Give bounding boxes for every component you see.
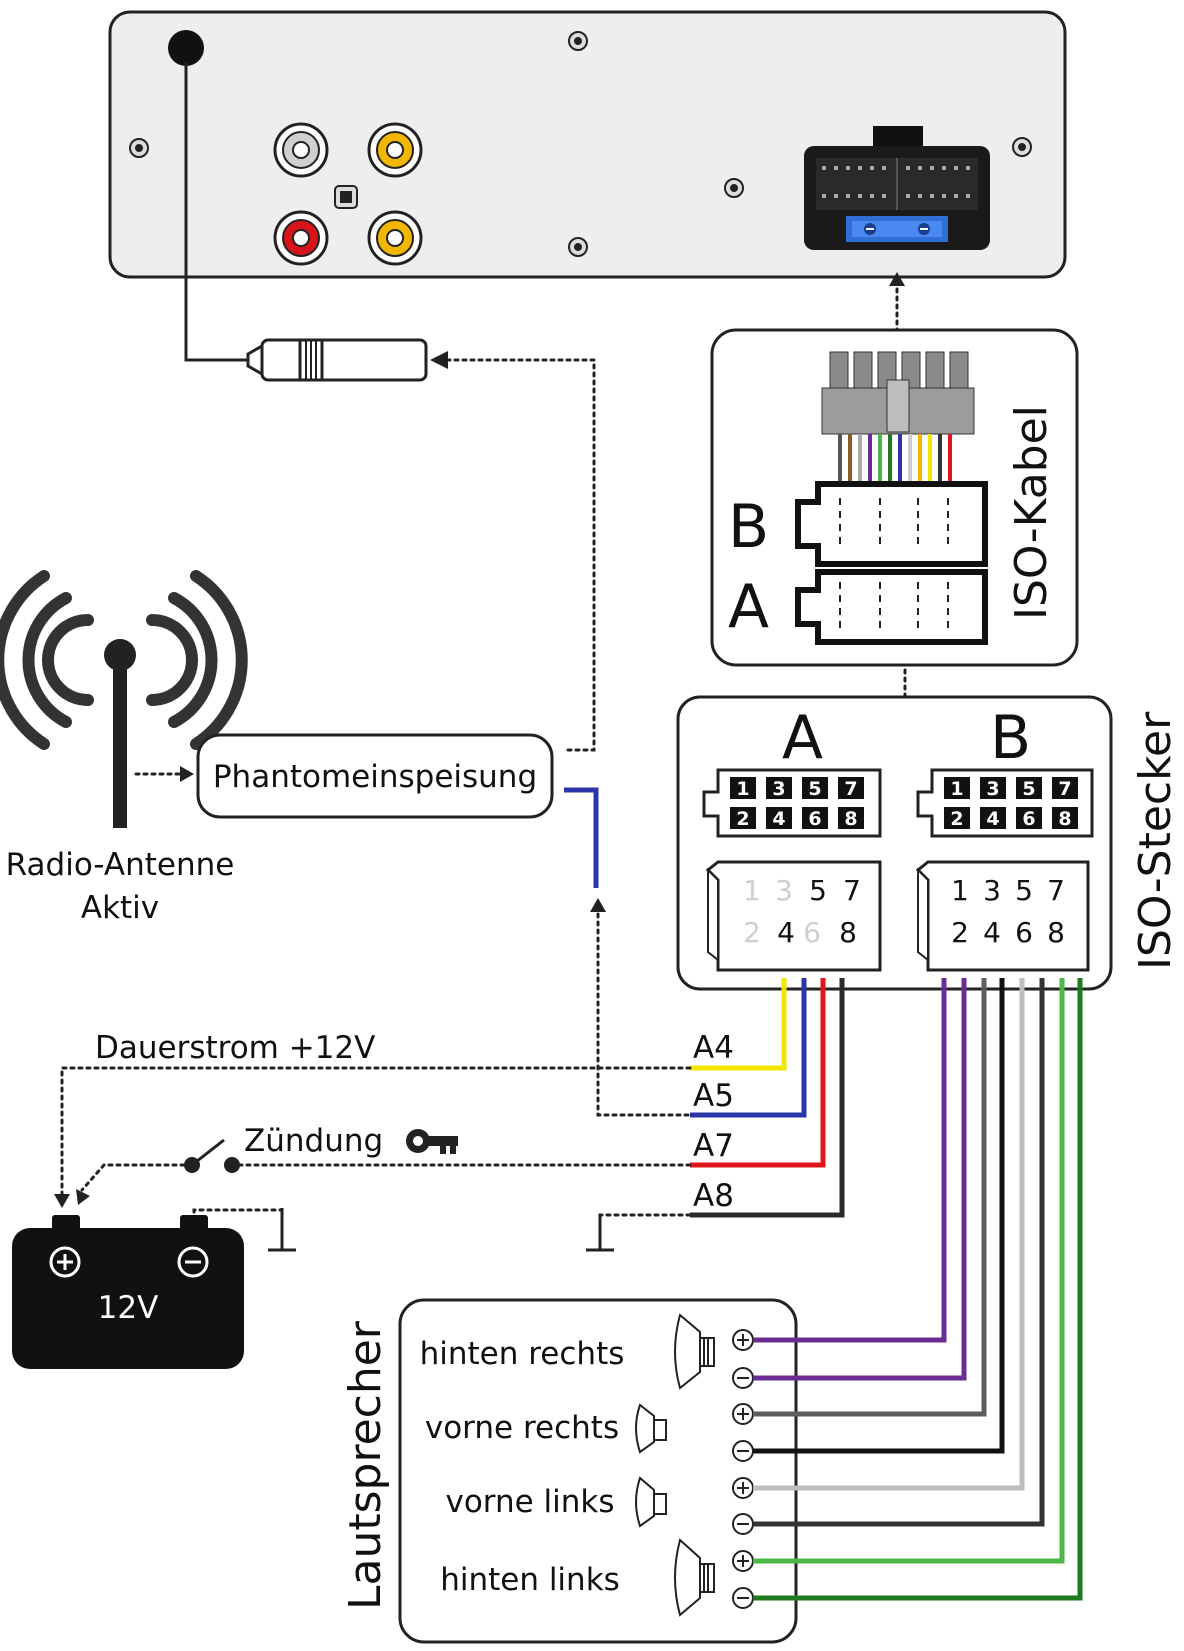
pin-label: 4 xyxy=(983,916,1001,949)
antenna-cable xyxy=(184,62,428,382)
pin-label: 1 xyxy=(743,874,761,907)
iso-plug-title: ISO-Stecker xyxy=(1130,711,1181,970)
pin-label: 8 xyxy=(1047,916,1065,949)
plug-b-side-view: 1 3 5 7 2 4 6 8 xyxy=(915,860,1090,972)
speaker-label-rear-left: hinten links xyxy=(440,1562,620,1598)
pin-label: 7 xyxy=(1058,778,1071,800)
switch-contact xyxy=(224,1157,240,1173)
phantom-box xyxy=(196,733,554,819)
battery-icon xyxy=(12,1215,244,1369)
iso-plug-header-b: B xyxy=(990,703,1031,773)
pin-label: 2 xyxy=(736,808,749,830)
arrow-icon xyxy=(54,1194,70,1208)
pin-label: 7 xyxy=(843,874,861,907)
pin-label: 4 xyxy=(772,808,785,830)
pin-label: 4 xyxy=(777,916,795,949)
arrow-icon xyxy=(430,351,448,369)
pin-label: 6 xyxy=(808,808,821,830)
pin-label: 7 xyxy=(1047,874,1065,907)
switch-lever xyxy=(191,1138,225,1167)
pin-label: 8 xyxy=(844,808,857,830)
speaker-label-front-left: vorne links xyxy=(445,1484,614,1520)
rca-socket-white xyxy=(273,122,329,178)
pin-label: 8 xyxy=(1058,808,1071,830)
speaker-wires xyxy=(753,978,1083,1601)
wire-label-a5: A5 xyxy=(693,1078,734,1114)
pin-label: 1 xyxy=(951,874,969,907)
battery-label: 12V xyxy=(98,1290,159,1326)
arrow-icon xyxy=(180,766,194,782)
pin-label: 6 xyxy=(1015,916,1033,949)
arrow-icon xyxy=(889,272,905,286)
iso-cable-box: B A ISO-Kabel xyxy=(710,328,1079,667)
ground-symbol xyxy=(586,1215,614,1252)
pin-label: 5 xyxy=(809,874,827,907)
iso-cable-title: ISO-Kabel xyxy=(1006,405,1057,620)
pin-label: 3 xyxy=(986,778,999,800)
key-icon xyxy=(406,1129,458,1154)
plug-a-side-view: 1 3 5 7 2 4 6 8 xyxy=(705,860,882,972)
rca-socket-red xyxy=(273,210,329,266)
pin-label: 5 xyxy=(808,778,821,800)
pin-label: 2 xyxy=(951,916,969,949)
iso-plug-header-a: A xyxy=(782,703,823,773)
antenna-socket xyxy=(168,30,204,66)
speaker-label-front-right: vorne rechts xyxy=(425,1410,619,1446)
iso-plug-box: A B ISO-Stecker 1 3 5 7 2 4 6 8 xyxy=(676,695,1181,991)
phantom-label: Phantomeinspeisung xyxy=(213,759,537,795)
speaker-icon xyxy=(635,1313,715,1617)
screw-icon xyxy=(129,31,1032,257)
pin-label: 2 xyxy=(950,808,963,830)
pin-label: 2 xyxy=(743,916,761,949)
pin-label: 5 xyxy=(1022,778,1035,800)
ignition-label: Zündung xyxy=(244,1123,383,1159)
radio-iso-socket xyxy=(804,126,990,250)
antenna-icon xyxy=(0,570,248,828)
iso-cable-label-a: A xyxy=(728,572,769,642)
rca-socket-yellow xyxy=(367,122,423,178)
pin-label: 3 xyxy=(772,778,785,800)
pin-label: 6 xyxy=(1022,808,1035,830)
pin-label: 1 xyxy=(736,778,749,800)
pin-label: 8 xyxy=(839,916,857,949)
pin-label: 7 xyxy=(844,778,857,800)
pin-grid-b: 1 3 5 7 2 4 6 8 xyxy=(916,768,1094,838)
pin-label: 4 xyxy=(986,808,999,830)
pin-label: 6 xyxy=(803,916,821,949)
iso-cable-block-b xyxy=(795,481,988,567)
wire-label-a8: A8 xyxy=(693,1178,734,1214)
power-wires xyxy=(690,978,845,1218)
pin-label: 5 xyxy=(1015,874,1033,907)
antenna-label-sub: Aktiv xyxy=(81,890,159,926)
pin-label: 3 xyxy=(775,874,793,907)
iso-cable-label-b: B xyxy=(728,492,769,562)
arrow-icon xyxy=(590,898,606,912)
iso-cable-block-a xyxy=(795,569,988,645)
wire-label-a4: A4 xyxy=(693,1030,734,1066)
speakers-title: Lautsprecher xyxy=(340,1320,391,1610)
rca-socket-yellow-2 xyxy=(367,210,423,266)
antenna-label: Radio-Antenne xyxy=(6,847,235,883)
radio-unit-back xyxy=(108,10,1067,279)
pin-label: 1 xyxy=(950,778,963,800)
speaker-label-rear-right: hinten rechts xyxy=(420,1336,625,1372)
permanent-power-label: Dauerstrom +12V xyxy=(95,1030,375,1066)
pin-grid-a: 1 3 5 7 2 4 6 8 xyxy=(702,768,882,838)
pin-label: 3 xyxy=(983,874,1001,907)
wire-label-a7: A7 xyxy=(693,1128,734,1164)
ground-symbol xyxy=(268,1208,296,1252)
iso-cable-connector xyxy=(821,351,975,484)
arrow-icon xyxy=(76,1189,90,1205)
